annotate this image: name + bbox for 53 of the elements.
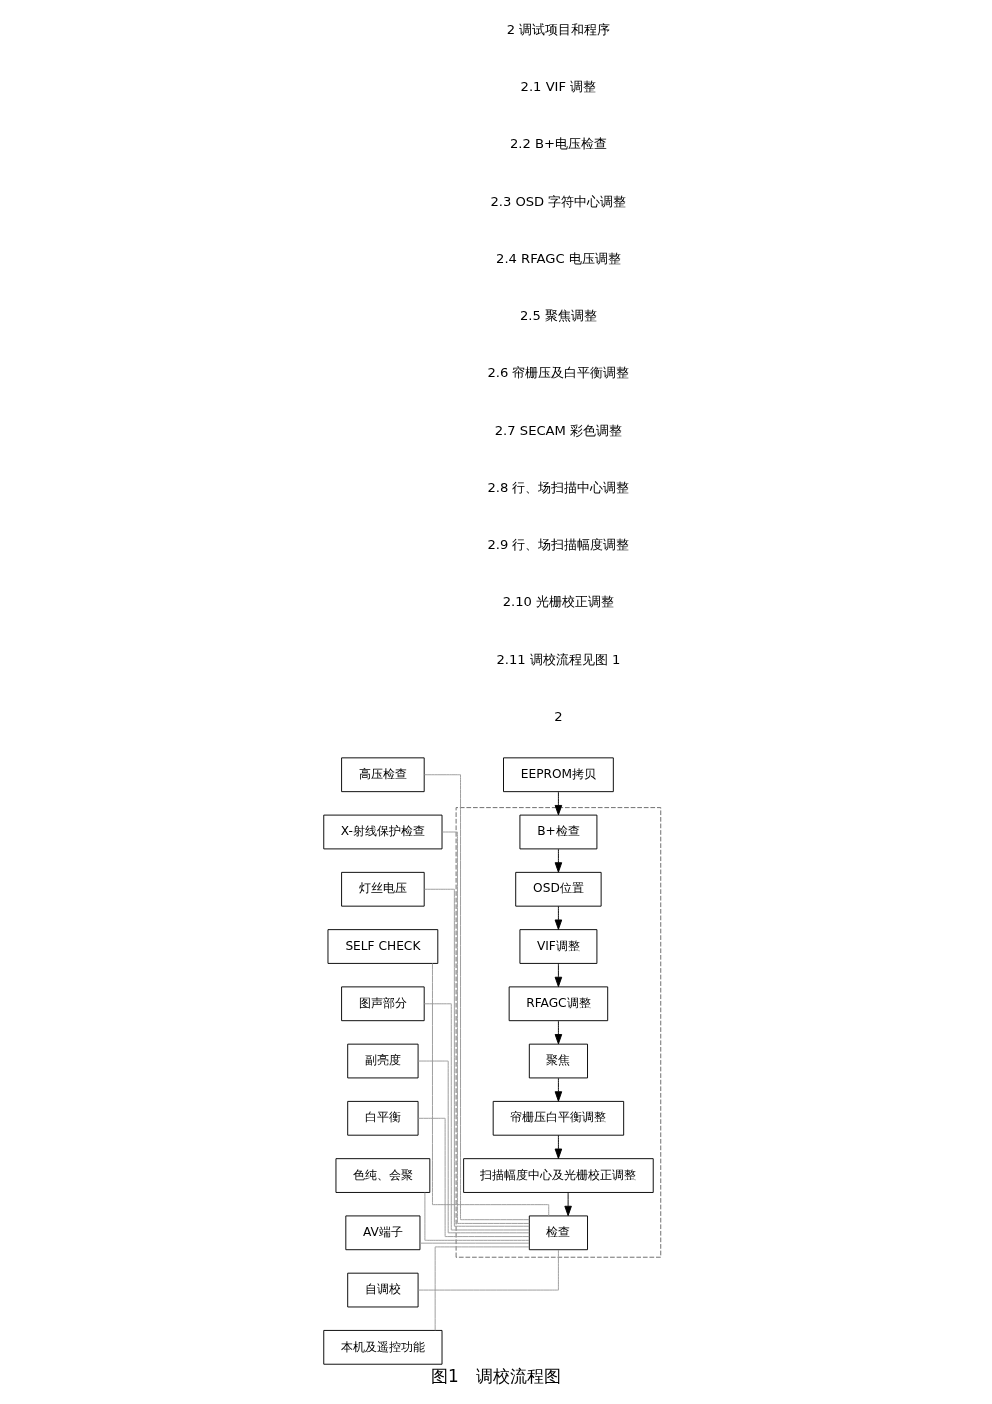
- connector: [432, 963, 550, 1217]
- node-box: 白平衡: [347, 1100, 419, 1136]
- connector: [417, 1117, 530, 1238]
- node-box: 图声部分: [341, 986, 425, 1022]
- arrow: [554, 1020, 563, 1045]
- node-box: SELF CHECK: [327, 929, 439, 964]
- label: 2: [554, 708, 563, 724]
- arrow: [554, 791, 563, 816]
- label: 2.10 光栅校正调整: [502, 594, 615, 610]
- connector: [423, 774, 530, 1221]
- node-box: B+检查: [519, 814, 598, 850]
- node-box: OSD位置: [515, 871, 602, 907]
- node-box: 检查: [528, 1215, 588, 1251]
- connector: [417, 1060, 530, 1234]
- node-box: 色纯、会聚: [335, 1158, 431, 1193]
- label: 2.2 B+电压检查: [509, 136, 607, 152]
- node-box: X-射线保护检查: [323, 814, 443, 850]
- connector: [424, 888, 530, 1227]
- connector: [434, 1246, 530, 1331]
- arrow: [554, 905, 563, 930]
- node-box: 高压检查: [341, 757, 425, 793]
- label: 2.7 SECAM 彩色调整: [494, 422, 623, 438]
- node-box: EEPROM拷贝: [503, 757, 614, 793]
- caption: 图1 调校流程图: [431, 1365, 561, 1386]
- node-box: AV端子: [345, 1215, 421, 1251]
- label: 2.5 聚焦调整: [519, 308, 597, 324]
- label: 2.11 调校流程见图 1: [496, 651, 621, 667]
- node-box: 副亮度: [347, 1043, 419, 1079]
- label: 2.1 VIF 调整: [520, 79, 597, 95]
- arrow: [554, 1135, 563, 1159]
- node-box: 帘栅压白平衡调整: [492, 1100, 625, 1136]
- connector: [417, 1249, 559, 1291]
- connector: [424, 1192, 530, 1241]
- arrow: [554, 1077, 563, 1102]
- arrow: [554, 848, 563, 873]
- node-box: 扫描幅度中心及光栅校正调整: [463, 1158, 654, 1193]
- node-box: 本机及遥控功能: [323, 1329, 443, 1365]
- node-box: VIF调整: [519, 929, 598, 964]
- connector: [441, 831, 530, 1224]
- label: 2.9 行、场扫描幅度调整: [487, 537, 630, 553]
- node-box: RFAGC调整: [508, 986, 609, 1022]
- connector: [423, 1003, 530, 1231]
- arrow: [554, 963, 563, 988]
- label: 2.4 RFAGC 电压调整: [496, 250, 621, 266]
- node-box: 灯丝电压: [341, 871, 425, 907]
- node-box: 自调校: [347, 1272, 419, 1308]
- node-box: 聚焦: [528, 1043, 588, 1079]
- label: 2.6 帘栅压及白平衡调整: [487, 365, 630, 381]
- connector: [419, 1242, 530, 1244]
- label: 2.3 OSD 字符中心调整: [490, 193, 627, 209]
- label: 2.8 行、场扫描中心调整: [487, 479, 630, 495]
- label: 2 调试项目和程序: [506, 21, 611, 37]
- arrow: [564, 1192, 572, 1217]
